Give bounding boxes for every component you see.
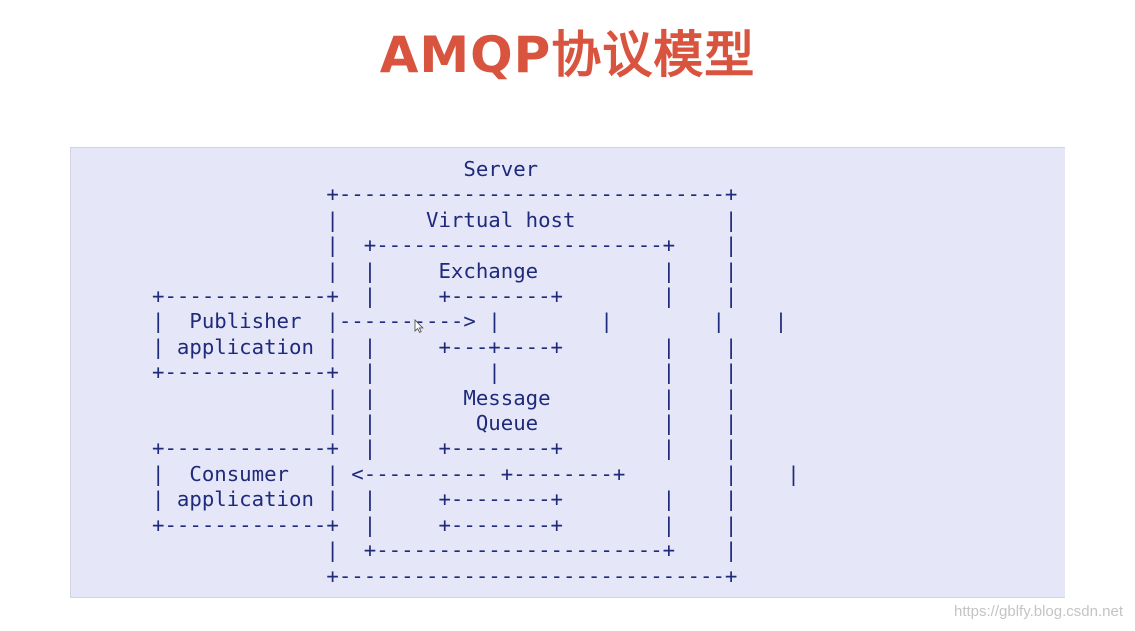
watermark: https://gblfy.blog.csdn.net [954,603,1123,620]
diagram-line: | | Queue | | [152,411,738,436]
page-title: AMQP协议模型 [379,26,756,84]
diagram-line: +-------------------------------+ [152,563,738,588]
diagram-line: | +-----------------------+ | [152,538,738,563]
diagram-line: Server [152,157,539,181]
diagram-line: | Consumer | <---------- +--------+ | | [152,461,800,486]
diagram-line: +-------------------------------+ [152,182,738,207]
diagram-line: +-------------+ | +--------+ | | [152,512,738,537]
diagram-line: | Publisher |----------> | | | | [152,309,788,334]
amqp-ascii-diagram: Server +-------------------------------+… [152,157,800,589]
diagram-line: | +-----------------------+ | [152,233,738,258]
diagram-panel [70,147,1065,598]
diagram-line: | | Exchange | | [152,258,738,283]
diagram-line: | | Message | | [152,385,738,410]
mouse-cursor-icon [414,319,424,333]
diagram-line: | application | | +--------+ | | [152,487,738,512]
diagram-line: | application | | +---+----+ | | [152,334,738,359]
diagram-line: +-------------+ | | | | [152,360,738,385]
diagram-line: +-------------+ | +--------+ | | [152,436,738,461]
diagram-line: | Virtual host | [152,207,738,232]
diagram-line: +-------------+ | +--------+ | | [152,284,738,309]
